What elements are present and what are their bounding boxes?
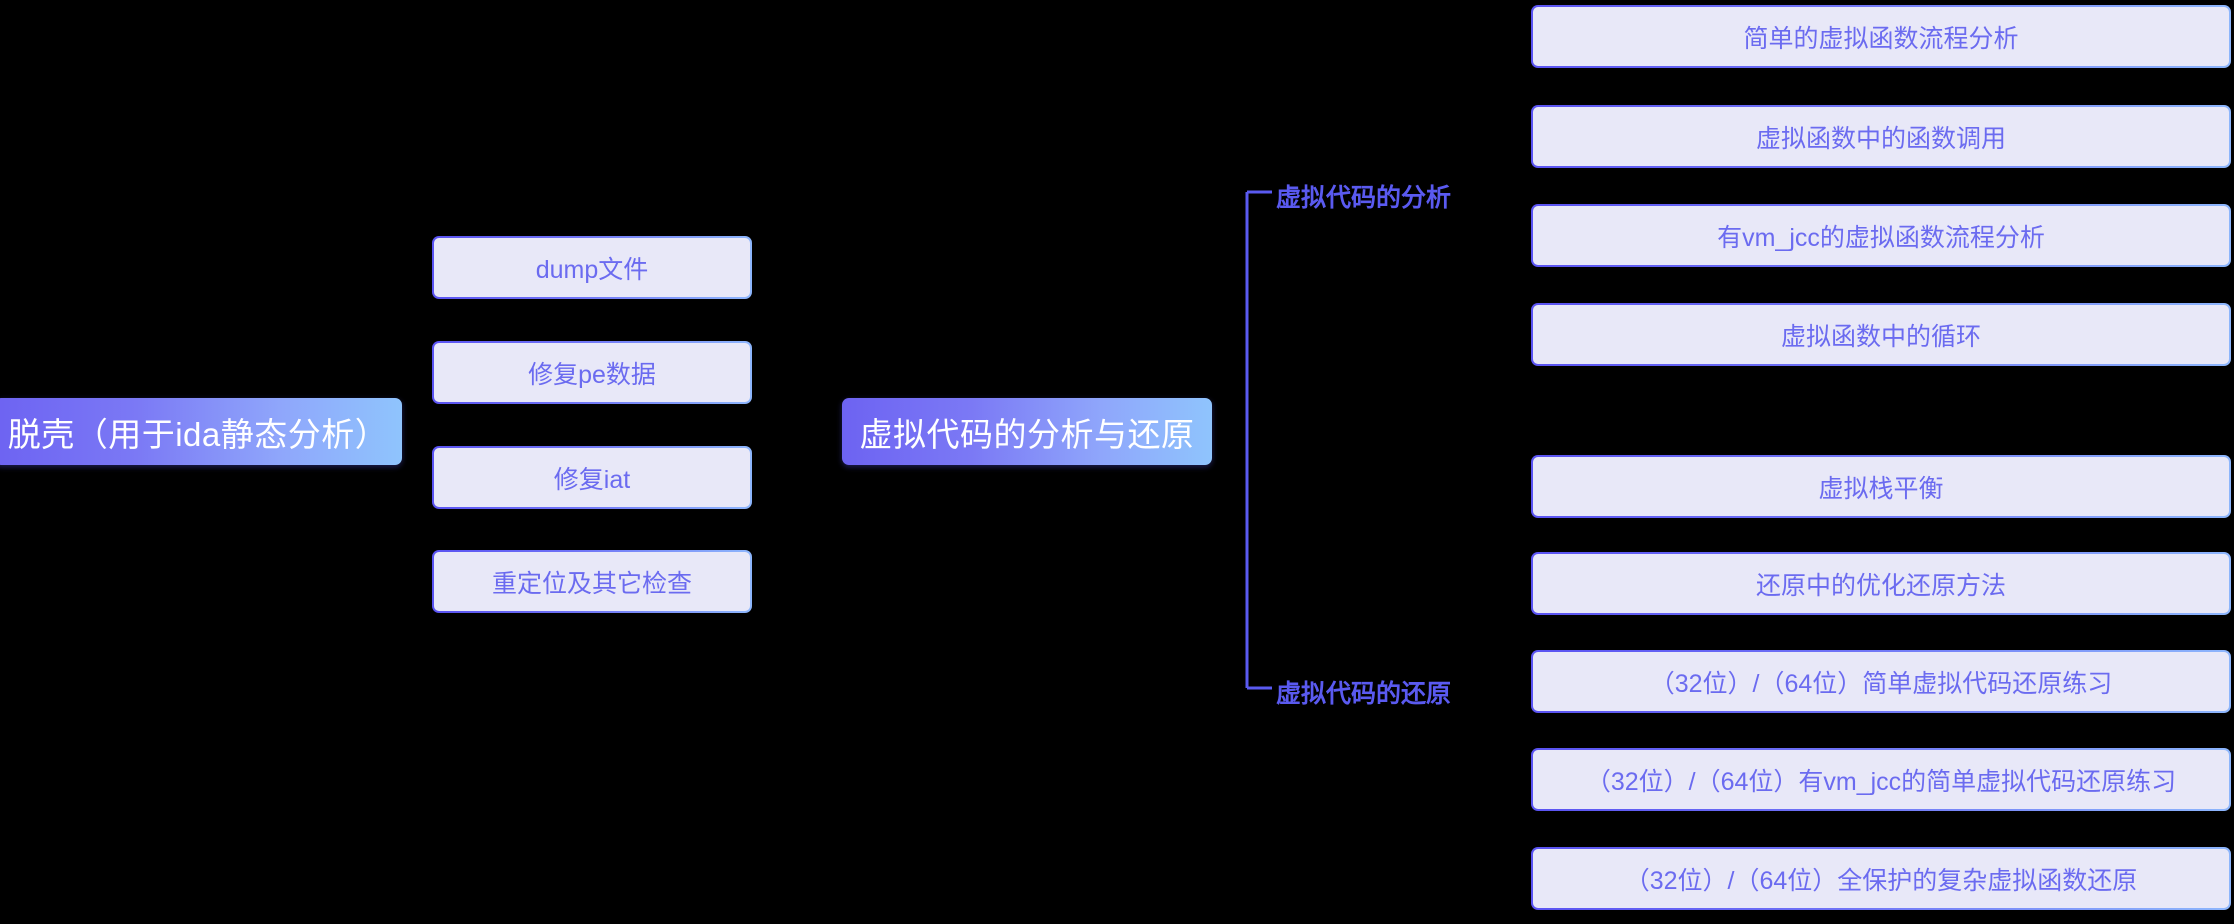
restore-item-box-4[interactable]: （32位）/（64位）有vm_jcc的简单虚拟代码还原练习 <box>1531 748 2231 811</box>
branch-label-analysis[interactable]: 虚拟代码的分析 <box>1276 178 1451 214</box>
unpack-child-label-2: 修复pe数据 <box>528 360 656 389</box>
restore-item-box-3[interactable]: （32位）/（64位）简单虚拟代码还原练习 <box>1531 650 2231 713</box>
branch-label-analysis-text: 虚拟代码的分析 <box>1276 184 1452 212</box>
branch-label-restore[interactable]: 虚拟代码的还原 <box>1276 674 1451 710</box>
restore-item-box-2[interactable]: 还原中的优化还原方法 <box>1531 552 2231 615</box>
restore-item-label-1: 虚拟栈平衡 <box>1818 474 1944 503</box>
unpack-child-label-3: 修复iat <box>553 465 631 494</box>
unpack-child-label-4: 重定位及其它检查 <box>491 569 692 598</box>
center-node-vm-analysis[interactable]: 虚拟代码的分析与还原 <box>842 398 1212 465</box>
center-node-label: 虚拟代码的分析与还原 <box>859 415 1195 453</box>
branch-label-restore-text: 虚拟代码的还原 <box>1276 680 1452 708</box>
root-node-label: 脱壳（用于ida静态分析） <box>7 415 389 453</box>
unpack-child-box-1[interactable]: dump文件 <box>432 236 752 299</box>
unpack-child-box-4[interactable]: 重定位及其它检查 <box>432 550 752 613</box>
analysis-item-box-3[interactable]: 有vm_jcc的虚拟函数流程分析 <box>1531 204 2231 267</box>
restore-item-box-1[interactable]: 虚拟栈平衡 <box>1531 455 2231 518</box>
unpack-child-box-2[interactable]: 修复pe数据 <box>432 341 752 404</box>
analysis-item-label-3: 有vm_jcc的虚拟函数流程分析 <box>1717 223 2045 252</box>
analysis-item-box-2[interactable]: 虚拟函数中的函数调用 <box>1531 105 2231 168</box>
unpack-child-box-3[interactable]: 修复iat <box>432 446 752 509</box>
restore-item-label-4: （32位）/（64位）有vm_jcc的简单虚拟代码还原练习 <box>1585 767 2177 796</box>
restore-item-label-2: 还原中的优化还原方法 <box>1755 571 2006 600</box>
restore-item-box-5[interactable]: （32位）/（64位）全保护的复杂虚拟函数还原 <box>1531 847 2231 910</box>
analysis-item-box-4[interactable]: 虚拟函数中的循环 <box>1531 303 2231 366</box>
analysis-item-label-2: 虚拟函数中的函数调用 <box>1755 124 2006 153</box>
analysis-item-label-4: 虚拟函数中的循环 <box>1780 322 1981 351</box>
restore-item-label-5: （32位）/（64位）全保护的复杂虚拟函数还原 <box>1624 866 2138 895</box>
unpack-child-label-1: dump文件 <box>535 255 649 284</box>
root-node-unpack[interactable]: 脱壳（用于ida静态分析） <box>0 398 402 465</box>
analysis-item-label-1: 简单的虚拟函数流程分析 <box>1743 24 2019 53</box>
analysis-item-box-1[interactable]: 简单的虚拟函数流程分析 <box>1531 5 2231 68</box>
restore-item-label-3: （32位）/（64位）简单虚拟代码还原练习 <box>1649 669 2113 698</box>
